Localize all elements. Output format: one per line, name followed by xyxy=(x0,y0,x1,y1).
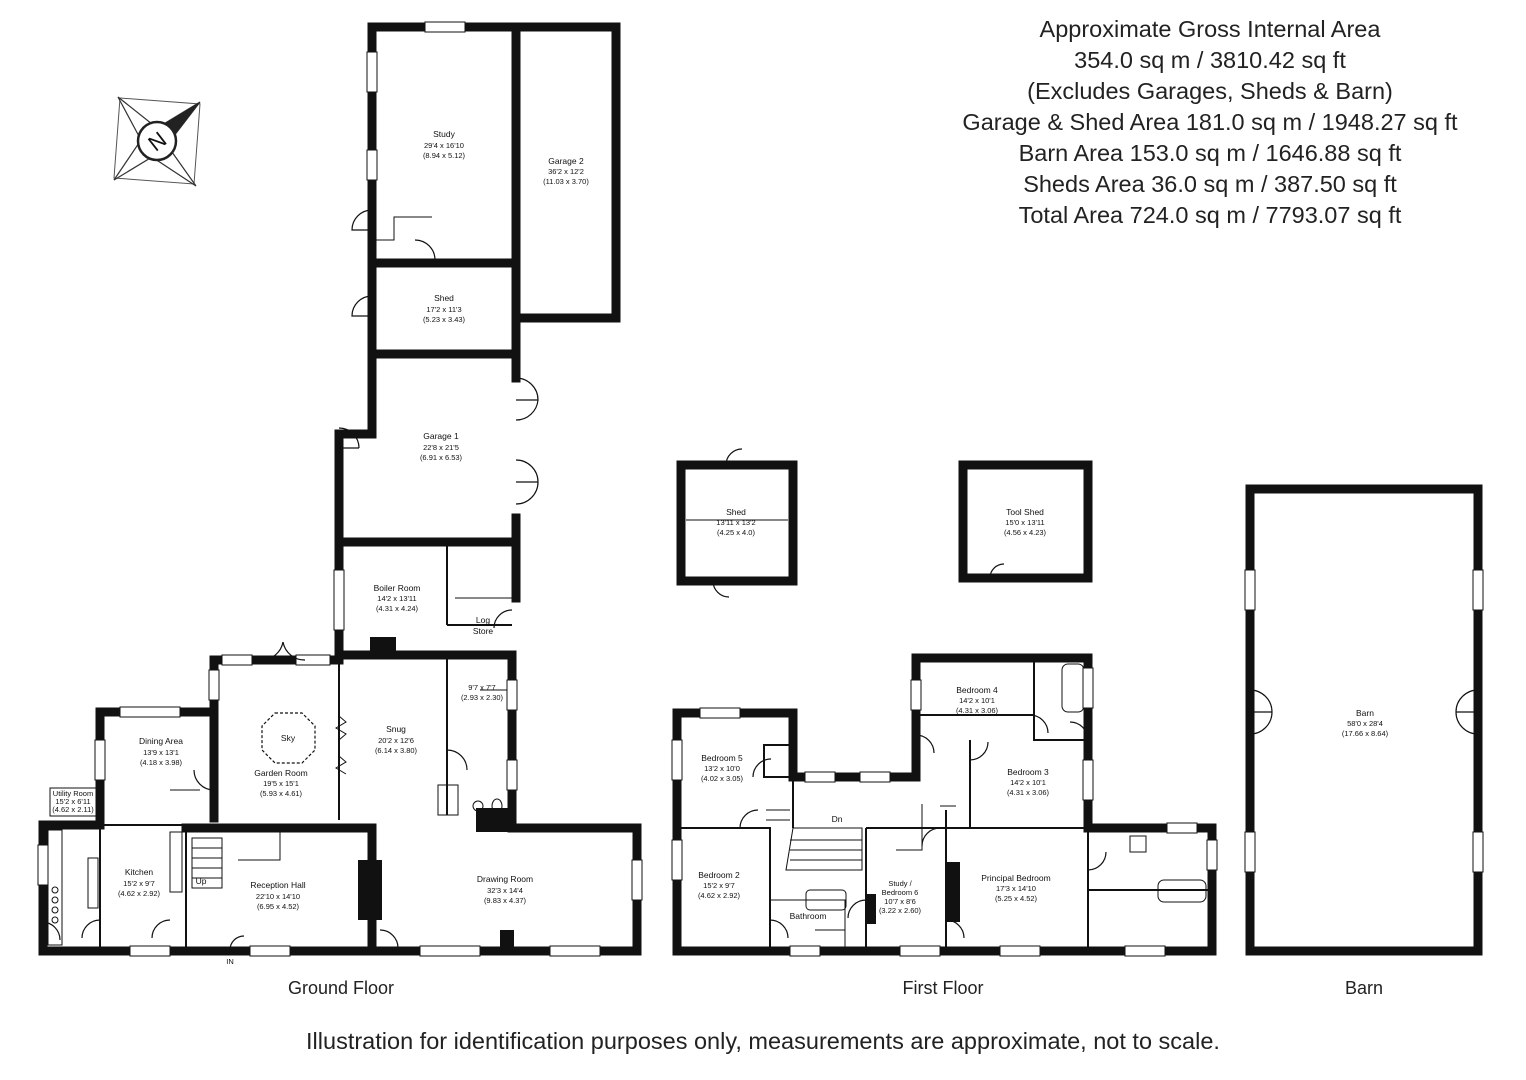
bed3-metric: (4.31 x 3.06) xyxy=(1007,788,1050,797)
barn-name: Barn xyxy=(1356,708,1374,718)
lobby-imperial: 9'7 x 7'7 xyxy=(468,683,495,692)
garden-room-imperial: 19'5 x 15'1 xyxy=(263,779,299,788)
area-garage-shed: Garage & Shed Area 181.0 sq m / 1948.27 … xyxy=(962,109,1458,135)
principal-metric: (5.25 x 4.52) xyxy=(995,894,1038,903)
utility-imperial: 15'2 x 6'11 xyxy=(55,797,90,806)
reception-metric: (6.95 x 4.52) xyxy=(257,902,300,911)
tool-shed-metric: (4.56 x 4.23) xyxy=(1004,528,1047,537)
kitchen-metric: (4.62 x 2.92) xyxy=(118,889,161,898)
drawing-metric: (9.83 x 4.37) xyxy=(484,896,527,905)
bed5-imperial: 13'2 x 10'0 xyxy=(704,764,740,773)
reception-name: Reception Hall xyxy=(250,880,305,890)
snug-imperial: 20'2 x 12'6 xyxy=(378,736,414,745)
entrance-marker: IN xyxy=(226,957,234,966)
garage1-metric: (6.91 x 6.53) xyxy=(420,453,463,462)
study-metric: (8.94 x 5.12) xyxy=(423,151,466,160)
log-store-name1: Log xyxy=(476,615,490,625)
compass-rose-icon: N xyxy=(113,96,201,187)
stair-down-marker: Dn xyxy=(832,814,843,824)
ground-floor-plan xyxy=(37,21,643,957)
boiler-metric: (4.31 x 4.24) xyxy=(376,604,419,613)
study6-metric: (3.22 x 2.60) xyxy=(879,906,922,915)
room-labels: Study 29'4 x 16'10 (8.94 x 5.12) Garage … xyxy=(49,129,1389,966)
area-summary-title: Approximate Gross Internal Area xyxy=(1039,16,1381,42)
area-gross: 354.0 sq m / 3810.42 sq ft xyxy=(1074,47,1346,73)
stair-up-marker: Up xyxy=(196,876,207,886)
garage2-metric: (11.03 x 3.70) xyxy=(543,177,589,186)
bed5-metric: (4.02 x 3.05) xyxy=(701,774,744,783)
snug-name: Snug xyxy=(386,724,406,734)
barn-metric: (17.66 x 8.64) xyxy=(1342,729,1389,738)
tool-shed-imperial: 15'0 x 13'11 xyxy=(1005,518,1044,527)
drawing-name: Drawing Room xyxy=(477,874,533,884)
bed2-imperial: 15'2 x 9'7 xyxy=(703,881,735,890)
area-summary: Approximate Gross Internal Area 354.0 sq… xyxy=(930,14,1490,231)
garage2-imperial: 36'2 x 12'2 xyxy=(548,167,584,176)
kitchen-imperial: 15'2 x 9'7 xyxy=(123,879,155,888)
garage2-name: Garage 2 xyxy=(548,156,584,166)
garden-room-name: Garden Room xyxy=(254,768,307,778)
barn-plan xyxy=(1244,484,1484,956)
bed3-imperial: 14'2 x 10'1 xyxy=(1010,778,1046,787)
utility-name: Utility Room xyxy=(53,789,93,798)
shed-gf-name: Shed xyxy=(434,293,454,303)
shed2-imperial: 13'11 x 13'2 xyxy=(716,518,755,527)
first-floor-label: First Floor xyxy=(902,978,984,998)
garage1-name: Garage 1 xyxy=(423,431,459,441)
sky-label: Sky xyxy=(281,733,296,743)
boiler-name: Boiler Room xyxy=(374,583,421,593)
principal-imperial: 17'3 x 14'10 xyxy=(996,884,1036,893)
boiler-imperial: 14'2 x 13'11 xyxy=(377,594,416,603)
study-name: Study xyxy=(433,129,455,139)
bed2-name: Bedroom 2 xyxy=(698,870,740,880)
barn-imperial: 58'0 x 28'4 xyxy=(1347,719,1383,728)
bed2-metric: (4.62 x 2.92) xyxy=(698,891,741,900)
bed4-imperial: 14'2 x 10'1 xyxy=(959,696,995,705)
bed3-name: Bedroom 3 xyxy=(1007,767,1049,777)
barn-label: Barn xyxy=(1344,978,1384,998)
kitchen-name: Kitchen xyxy=(125,867,154,877)
area-exclusions: (Excludes Garages, Sheds & Barn) xyxy=(1027,78,1393,104)
dining-imperial: 13'9 x 13'1 xyxy=(143,748,179,757)
shed-gf-imperial: 17'2 x 11'3 xyxy=(426,305,461,314)
log-store-name2: Store xyxy=(473,626,494,636)
garage1-imperial: 22'8 x 21'5 xyxy=(423,443,459,452)
disclaimer-text: Illustration for identification purposes… xyxy=(306,1028,1220,1054)
bed4-metric: (4.31 x 3.06) xyxy=(956,706,999,715)
drawing-imperial: 32'3 x 14'4 xyxy=(487,886,523,895)
shed2-metric: (4.25 x 4.0) xyxy=(717,528,755,537)
bathroom-name: Bathroom xyxy=(790,911,827,921)
shed-gf-metric: (5.23 x 3.43) xyxy=(423,315,466,324)
snug-metric: (6.14 x 3.80) xyxy=(375,746,418,755)
study6-imperial: 10'7 x 8'6 xyxy=(884,897,916,906)
shed2-name: Shed xyxy=(726,507,746,517)
dining-metric: (4.18 x 3.98) xyxy=(140,758,183,767)
dining-name: Dining Area xyxy=(139,736,183,746)
lobby-metric: (2.93 x 2.30) xyxy=(461,693,504,702)
reception-imperial: 22'10 x 14'10 xyxy=(256,892,300,901)
garden-room-metric: (5.93 x 4.61) xyxy=(260,789,303,798)
principal-name: Principal Bedroom xyxy=(981,873,1050,883)
area-barn: Barn Area 153.0 sq m / 1646.88 sq ft xyxy=(1018,140,1402,166)
tool-shed-name: Tool Shed xyxy=(1006,507,1044,517)
bed5-name: Bedroom 5 xyxy=(701,753,743,763)
study6-name1: Study / xyxy=(888,879,912,888)
area-total: Total Area 724.0 sq m / 7793.07 sq ft xyxy=(1018,202,1402,228)
sheds-plan xyxy=(676,448,1093,598)
ground-floor-label: Ground Floor xyxy=(287,978,395,998)
study-imperial: 29'4 x 16'10 xyxy=(424,141,464,150)
first-floor-plan xyxy=(671,653,1218,957)
utility-metric: (4.62 x 2.11) xyxy=(52,805,94,814)
study6-name2: Bedroom 6 xyxy=(882,888,919,897)
area-sheds: Sheds Area 36.0 sq m / 387.50 sq ft xyxy=(1023,171,1397,197)
bed4-name: Bedroom 4 xyxy=(956,685,998,695)
